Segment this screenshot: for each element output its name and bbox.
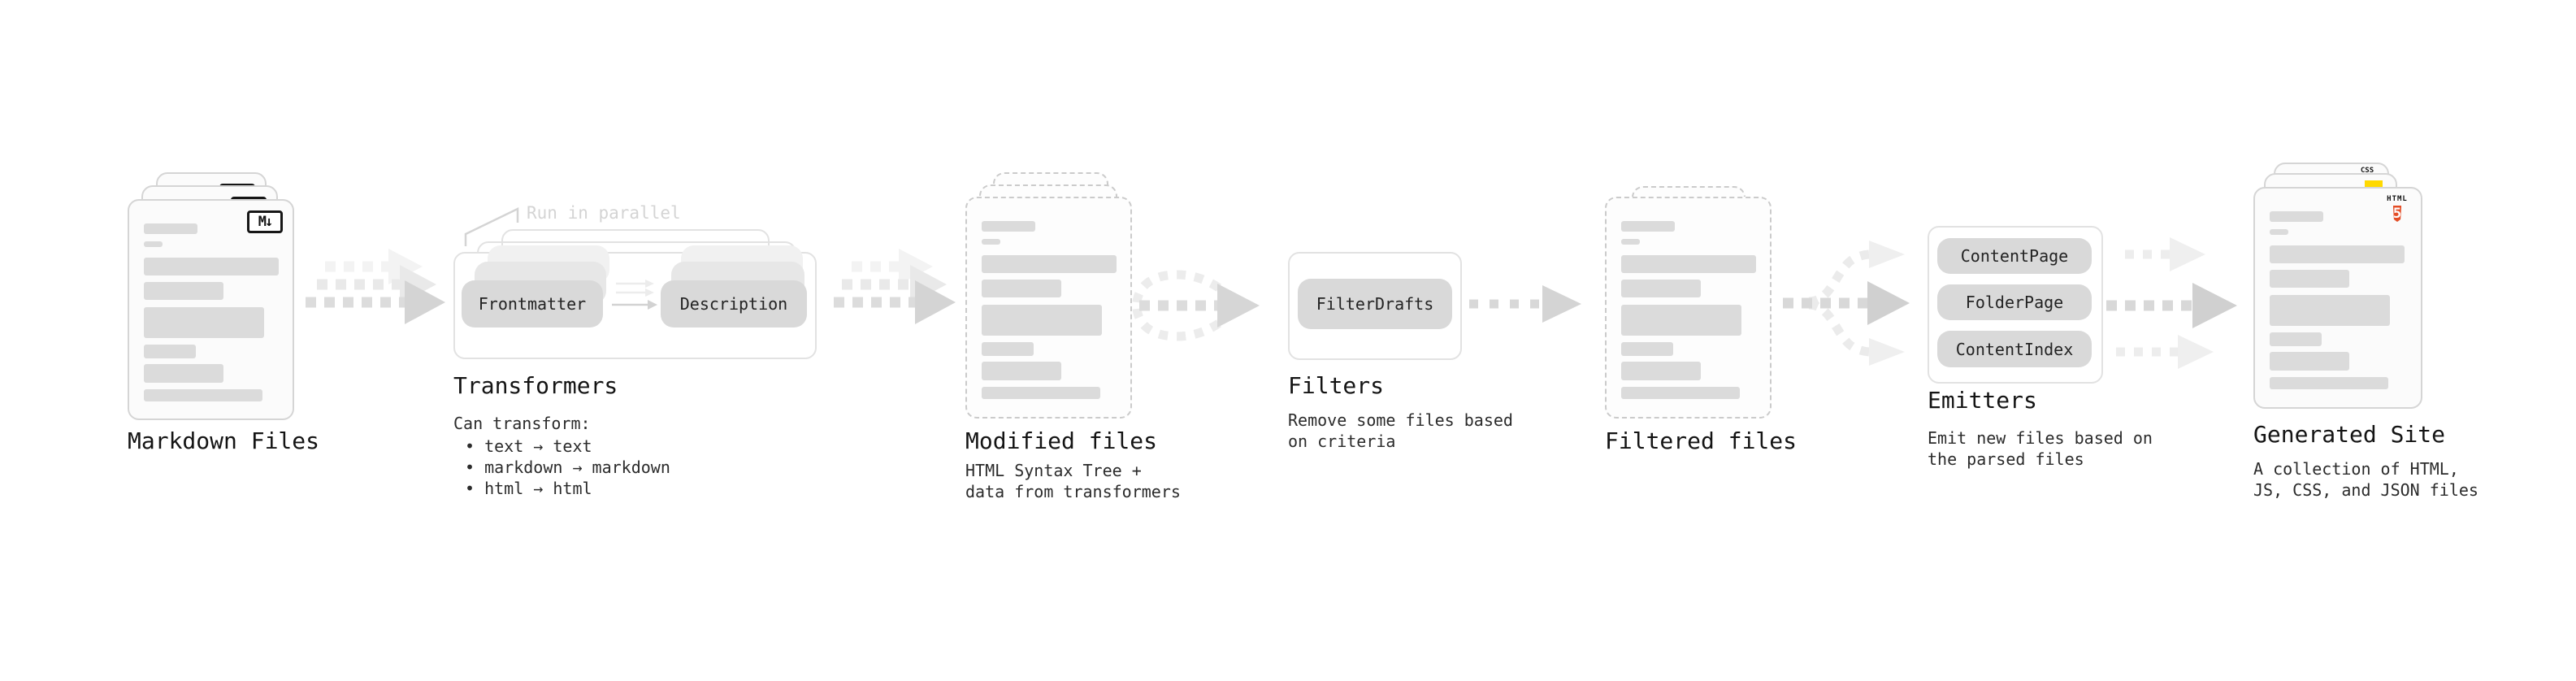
- document-skeleton-lines: [967, 198, 1130, 417]
- stage-title-markdown-files: Markdown Files: [128, 427, 320, 454]
- document-skeleton-lines: [2255, 189, 2421, 407]
- generated-html-file-card: HTML 5: [2253, 187, 2422, 409]
- stage-title-modified-files: Modified files: [965, 427, 1158, 454]
- html5-icon: HTML 5: [2387, 195, 2408, 222]
- stage-title-emitters: Emitters: [1928, 387, 2037, 414]
- filters-subtitle: Remove some files based: [1288, 410, 1513, 430]
- arrow-emitters-to-generated: [2106, 237, 2237, 369]
- stage-title-filters: Filters: [1288, 372, 1385, 399]
- arrow-filters-to-filtered: [1469, 285, 1581, 323]
- filterdrafts-pill: FilterDrafts: [1298, 279, 1452, 329]
- filtered-file-card-front: [1605, 197, 1772, 419]
- modified-files-subtitle: HTML Syntax Tree +: [965, 461, 1142, 480]
- arrow-markdown-to-transformers: [306, 249, 445, 324]
- contentpage-pill: ContentPage: [1937, 238, 2092, 274]
- transformers-note-heading: Can transform:: [453, 414, 591, 433]
- transformers-bullet: • html → html: [465, 479, 592, 498]
- markdown-icon: M↓: [247, 210, 283, 233]
- transformers-bullet: • text → text: [465, 436, 592, 456]
- markdown-file-card-front: M↓: [128, 199, 294, 420]
- folderpage-pill: FolderPage: [1937, 284, 2092, 320]
- stage-title-transformers: Transformers: [453, 372, 618, 399]
- modified-file-card-front: [965, 197, 1132, 419]
- document-skeleton-lines: [1607, 198, 1770, 417]
- stage-title-filtered-files: Filtered files: [1605, 427, 1798, 454]
- arrow-transformers-to-modified: [834, 249, 956, 324]
- arrow-modified-to-filters: [1132, 270, 1260, 341]
- arrow-filtered-to-emitters: [1783, 241, 1910, 366]
- description-pill: Description: [661, 280, 807, 327]
- emitters-subtitle: the parsed files: [1928, 449, 2084, 469]
- generated-site-subtitle: JS, CSS, and JSON files: [2253, 480, 2478, 500]
- generated-site-subtitle: A collection of HTML,: [2253, 459, 2459, 479]
- emitters-subtitle: Emit new files based on: [1928, 428, 2153, 448]
- contentindex-pill: ContentIndex: [1937, 331, 2092, 367]
- filters-subtitle: on criteria: [1288, 432, 1396, 451]
- frontmatter-pill: Frontmatter: [462, 280, 603, 327]
- run-in-parallel-label: Run in parallel: [527, 203, 681, 223]
- js-file-icon: [2365, 180, 2383, 189]
- document-skeleton-lines: [129, 201, 293, 419]
- stage-title-generated-site: Generated Site: [2253, 421, 2446, 448]
- modified-files-subtitle: data from transformers: [965, 482, 1181, 501]
- transformers-bullet: • markdown → markdown: [465, 458, 670, 477]
